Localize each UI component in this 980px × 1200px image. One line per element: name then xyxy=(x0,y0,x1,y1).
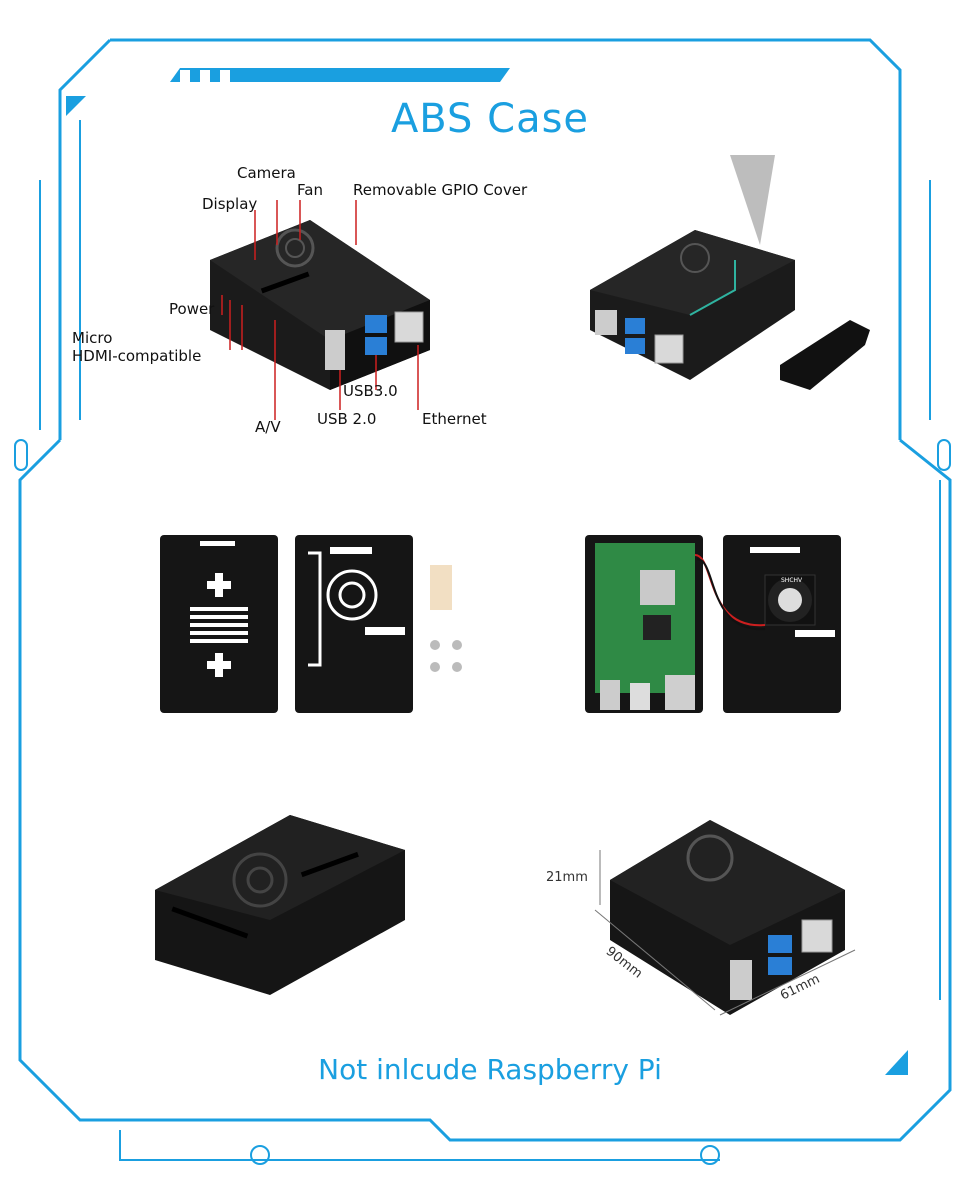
label-display: Display xyxy=(202,195,258,213)
label-camera: Camera xyxy=(237,164,296,182)
assembled-case-view xyxy=(155,815,405,995)
label-micro: Micro xyxy=(72,329,113,347)
label-av: A/V xyxy=(255,418,281,436)
removable-cover-view xyxy=(590,155,870,390)
page-title: ABS Case xyxy=(390,96,590,142)
label-usb30: USB3.0 xyxy=(343,382,398,400)
label-fan: Fan xyxy=(297,181,323,199)
label-usb20: USB 2.0 xyxy=(317,410,377,428)
labeled-case-view xyxy=(210,200,430,420)
label-hdmi-compatible: HDMI-compatible xyxy=(72,347,202,365)
footer-note: Not inlcude Raspberry Pi xyxy=(318,1053,662,1086)
label-ethernet: Ethernet xyxy=(422,410,487,428)
dimensioned-case-view xyxy=(594,820,856,1016)
case-parts-view xyxy=(160,535,462,713)
dimension-height: 21mm xyxy=(546,870,588,885)
board-and-fan-view: SHCHV xyxy=(585,535,841,713)
label-gpio-cover: Removable GPIO Cover xyxy=(353,181,528,199)
fan-brand-label: SHCHV xyxy=(781,577,803,584)
label-power: Power xyxy=(169,300,215,318)
